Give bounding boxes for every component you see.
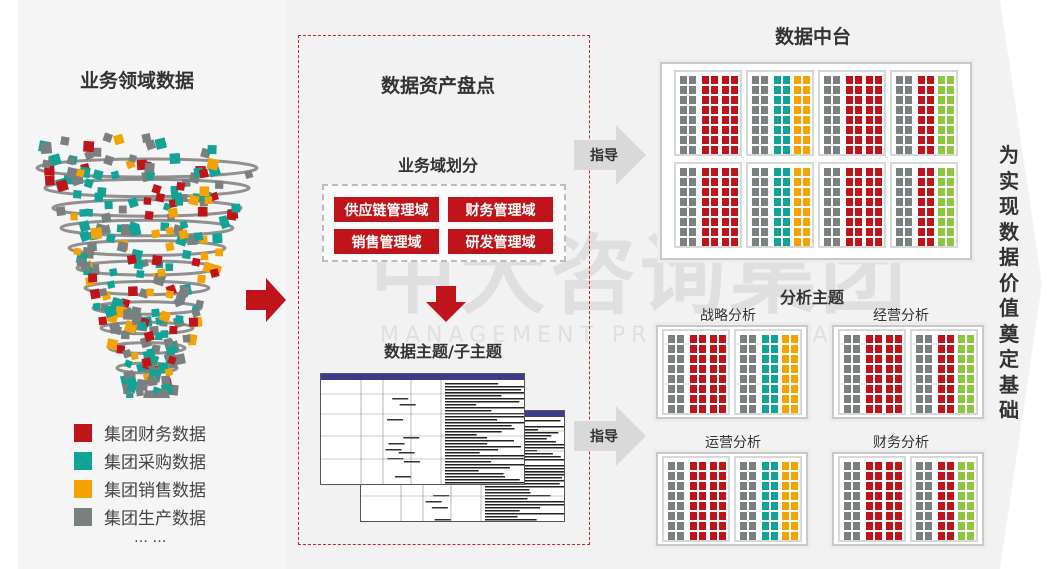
domain-supply-chain: 供应链管理域 xyxy=(334,197,439,222)
analysis-data-block xyxy=(910,329,978,415)
platform-data-block xyxy=(818,70,886,156)
topic-subtopic-title: 数据主题/子主题 xyxy=(384,342,502,361)
analysis-data-block xyxy=(838,329,906,415)
domain-finance: 财务管理域 xyxy=(448,197,553,222)
topic-document-front xyxy=(320,373,525,485)
legend-label: 集团财务数据 xyxy=(104,425,206,445)
asset-inventory-box xyxy=(298,35,590,545)
legend-item: 集团销售数据 xyxy=(74,476,206,501)
guide-arrow-bottom xyxy=(574,406,646,466)
guide-arrow-top xyxy=(574,125,646,185)
guide-label-top: 指导 xyxy=(590,148,618,164)
legend-label: 集团采购数据 xyxy=(104,453,206,473)
legend-swatch xyxy=(74,479,92,498)
analysis-data-block xyxy=(734,329,802,415)
platform-data-block xyxy=(890,162,958,248)
data-tornado-illustration xyxy=(35,132,259,398)
analysis-data-block xyxy=(662,329,730,415)
analysis-topics-title: 分析主题 xyxy=(780,288,845,307)
analysis-finance-title: 财务分析 xyxy=(873,435,929,451)
legend-item: 集团财务数据 xyxy=(74,420,206,445)
platform-data-block xyxy=(674,162,742,248)
platform-data-block xyxy=(746,162,814,248)
domain-division-group: 供应链管理域 财务管理域 销售管理域 研发管理域 xyxy=(322,184,566,262)
platform-data-block xyxy=(818,162,886,248)
domain-sales: 销售管理域 xyxy=(334,229,439,254)
analysis-data-block xyxy=(910,456,978,542)
legend-swatch xyxy=(74,451,92,470)
analysis-running-title: 运营分析 xyxy=(705,435,761,451)
domain-rnd: 研发管理域 xyxy=(448,229,553,254)
business-domain-data-title: 业务领域数据 xyxy=(80,70,195,92)
legend-item: 集团采购数据 xyxy=(74,448,206,473)
legend-item: 集团生产数据 xyxy=(74,504,206,529)
guide-label-bottom: 指导 xyxy=(590,429,618,445)
legend-swatch xyxy=(74,507,92,526)
asset-inventory-title: 数据资产盘点 xyxy=(381,75,496,97)
legend-label: 集团销售数据 xyxy=(104,481,206,501)
data-platform-title: 数据中台 xyxy=(775,26,852,48)
platform-data-block xyxy=(746,70,814,156)
analysis-data-block xyxy=(662,456,730,542)
platform-data-block xyxy=(890,70,958,156)
red-right-arrow xyxy=(246,278,286,322)
domain-division-title: 业务域划分 xyxy=(398,156,479,175)
analysis-data-block xyxy=(838,456,906,542)
analysis-operation-title: 经营分析 xyxy=(873,308,929,324)
analysis-data-block xyxy=(734,456,802,542)
platform-data-block xyxy=(674,70,742,156)
legend-label: 集团生产数据 xyxy=(104,509,206,529)
red-down-arrow xyxy=(426,286,466,322)
legend-swatch xyxy=(74,423,92,442)
legend-ellipsis: … … xyxy=(134,530,167,546)
analysis-strategy-title: 战略分析 xyxy=(700,308,756,324)
vertical-slogan: 为实现数据价值奠定基础 xyxy=(999,143,1019,422)
